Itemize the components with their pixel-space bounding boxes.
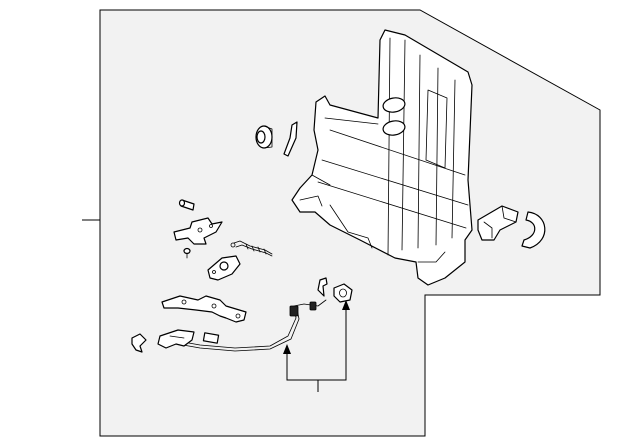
hook-clip xyxy=(131,333,147,353)
pin xyxy=(178,199,195,211)
tension-spring xyxy=(230,240,273,257)
seat-back-frame xyxy=(291,29,473,286)
cable-assembly xyxy=(171,299,327,352)
small-bolt xyxy=(183,247,191,259)
latch-bracket xyxy=(173,217,223,245)
bumper-stopper xyxy=(255,125,273,149)
release-handle-bracket xyxy=(157,329,195,349)
clip xyxy=(283,121,298,157)
release-clip xyxy=(317,277,328,297)
callout-arrows xyxy=(283,300,350,392)
striker-plate xyxy=(207,255,241,281)
end-cover xyxy=(477,205,519,241)
curved-trim xyxy=(521,211,546,249)
cable-end-cap xyxy=(333,283,353,303)
mounting-plate xyxy=(161,295,247,323)
